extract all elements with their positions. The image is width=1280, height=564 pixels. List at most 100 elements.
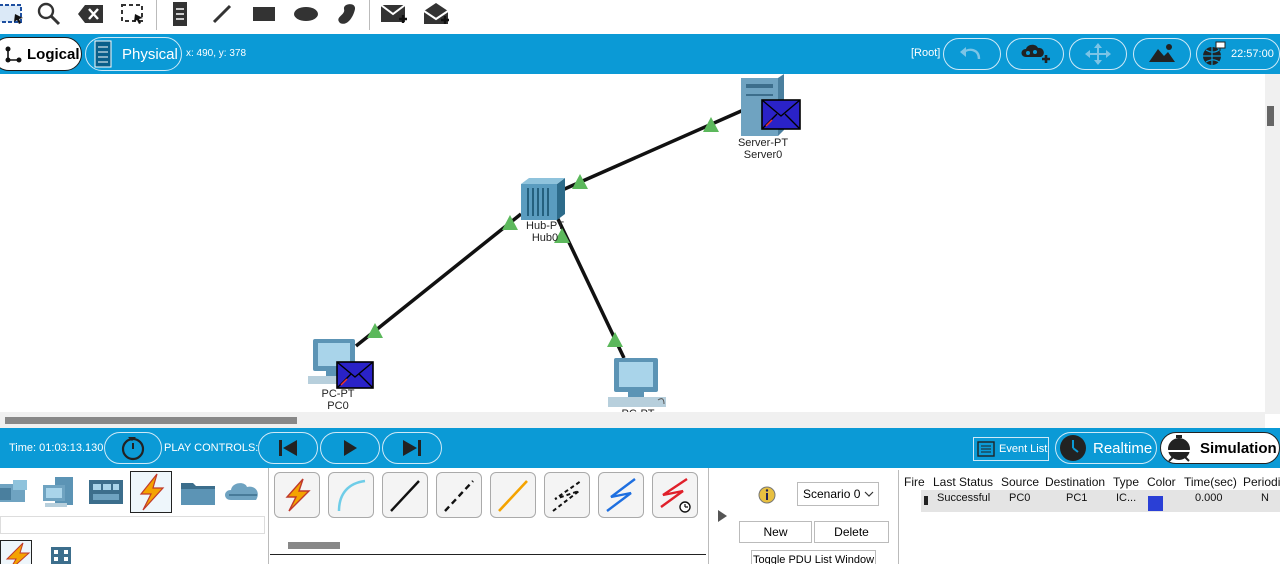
line-icon[interactable] <box>205 0 239 28</box>
play-button[interactable] <box>320 432 380 464</box>
network-devices-category-icon[interactable] <box>0 472 32 512</box>
root-label: [Root] <box>911 47 941 59</box>
list-icon <box>977 441 995 457</box>
freeform-icon[interactable] <box>330 0 364 28</box>
pc0-name-label: PC0 <box>327 400 349 412</box>
mountain-image-icon <box>1149 44 1175 62</box>
link-up-indicator <box>607 332 623 347</box>
coaxial-cable-icon <box>606 478 636 512</box>
serial-dce-cable-button[interactable] <box>652 472 698 518</box>
back-step-button[interactable] <box>258 432 318 464</box>
rectangle-icon[interactable] <box>247 0 281 28</box>
horizontal-scrollbar[interactable] <box>0 412 1265 428</box>
fiber-cable-icon <box>498 480 528 512</box>
row-last-status: Successful <box>937 492 991 504</box>
building-icon[interactable] <box>50 546 72 564</box>
scenario-select-value: Scenario 0 <box>803 487 861 501</box>
phone-cable-button[interactable] <box>544 472 590 518</box>
realtime-mode-button[interactable]: Realtime <box>1055 432 1157 464</box>
link-hub-pc0[interactable] <box>354 212 523 348</box>
move-object-button[interactable] <box>1069 38 1127 70</box>
simulation-mode-button[interactable]: Simulation <box>1160 432 1280 464</box>
note-icon[interactable] <box>163 0 197 28</box>
link-up-indicator <box>554 228 570 243</box>
crossover-cable-icon <box>444 480 474 512</box>
connection-types-panel <box>268 468 708 564</box>
hub-name-label: Hub0 <box>531 232 559 244</box>
set-background-button[interactable] <box>1133 38 1191 70</box>
col-header-destination: Destination <box>1045 475 1106 489</box>
device-search-field[interactable] <box>0 516 265 534</box>
forward-step-button[interactable] <box>382 432 442 464</box>
pdu-envelope-icon[interactable] <box>336 361 374 389</box>
col-header-time: Time(sec) <box>1184 475 1237 489</box>
link-up-indicator <box>367 323 383 338</box>
new-scenario-button[interactable]: New <box>739 521 812 543</box>
col-header-periodic: Periodic <box>1243 475 1280 489</box>
reset-simulation-button[interactable] <box>104 432 162 464</box>
logical-tab-label: Logical <box>27 45 80 63</box>
delete-icon[interactable] <box>74 0 108 28</box>
console-cable-button[interactable] <box>328 472 374 518</box>
vertical-scrollbar-thumb[interactable] <box>1267 106 1274 126</box>
globe-network-icon <box>1203 41 1226 65</box>
fiber-cable-button[interactable] <box>490 472 536 518</box>
ellipse-icon[interactable] <box>289 0 323 28</box>
pc1-device[interactable] <box>608 358 666 407</box>
col-header-fire: Fire <box>904 475 925 489</box>
chevron-down-icon <box>864 491 874 497</box>
console-cable-icon <box>337 479 366 512</box>
delete-scenario-button[interactable]: Delete <box>814 521 889 543</box>
connections-category-button[interactable] <box>130 471 172 513</box>
auto-connection-button[interactable] <box>274 472 320 518</box>
event-list-button[interactable]: Event List <box>973 437 1049 461</box>
fire-indicator[interactable] <box>924 496 928 505</box>
inspect-icon[interactable] <box>32 0 66 28</box>
move-arrows-icon <box>1085 43 1111 65</box>
multiuser-cloud-category-icon[interactable] <box>223 472 263 512</box>
hub-device[interactable] <box>521 178 565 220</box>
end-devices-category-icon[interactable] <box>40 472 80 512</box>
cursor-coordinates: x: 490, y: 378 <box>186 48 247 59</box>
physical-tab[interactable]: Physical <box>85 37 182 71</box>
pdu-list-table: Fire Last Status Source Destination Type… <box>898 470 1280 564</box>
viewport-button[interactable]: 22:57:00 <box>1196 38 1280 70</box>
scenario-select[interactable]: Scenario 0 <box>797 482 879 506</box>
back-button[interactable] <box>943 38 1001 70</box>
col-header-color: Color <box>1147 475 1176 489</box>
resize-icon[interactable] <box>116 0 150 28</box>
toggle-pdu-list-button[interactable]: Toggle PDU List Window <box>751 550 876 564</box>
horizontal-scrollbar-thumb[interactable] <box>5 417 297 424</box>
phone-cable-icon <box>552 480 582 512</box>
link-hub-server[interactable] <box>559 106 749 193</box>
connection-subtype-button[interactable] <box>0 540 32 564</box>
table-row[interactable]: Successful PC0 PC1 IC... 0.000 N <box>921 490 1280 512</box>
link-up-indicator <box>703 117 719 132</box>
lightning-icon <box>5 542 31 564</box>
coaxial-cable-button[interactable] <box>598 472 644 518</box>
row-type: IC... <box>1116 492 1137 504</box>
simulation-bar: Time: 01:03:13.130 PLAY CONTROLS: Event … <box>0 428 1280 468</box>
pdu-envelope-icon[interactable] <box>761 99 801 130</box>
info-icon[interactable] <box>758 486 776 504</box>
complex-pdu-icon[interactable] <box>419 0 453 28</box>
vertical-scrollbar[interactable] <box>1265 74 1280 414</box>
misc-folder-category-icon[interactable] <box>178 472 218 512</box>
row-destination: PC1 <box>1066 492 1088 504</box>
select-icon[interactable] <box>0 0 28 28</box>
new-cluster-button[interactable] <box>1006 38 1064 70</box>
logical-tab[interactable]: Logical <box>0 37 82 71</box>
connections-scrollbar-thumb[interactable] <box>288 542 340 549</box>
components-category-icon[interactable] <box>86 472 126 512</box>
pc1-label: PC-PT <box>608 408 668 412</box>
bottom-panel: Scenario 0 New Delete Toggle PDU List Wi… <box>0 468 1280 564</box>
main-toolbar <box>0 0 1280 34</box>
logical-workspace-canvas[interactable]: Server-PT Server0 Hub-PT Hub0 PC-PT PC0 … <box>0 74 1280 428</box>
simple-pdu-icon[interactable] <box>377 0 411 28</box>
row-time: 0.000 <box>1195 492 1223 504</box>
workspace-mode-bar: Logical Physical x: 490, y: 378 [Root] 2… <box>0 34 1280 74</box>
link-up-indicator <box>572 174 588 189</box>
copper-cross-over-button[interactable] <box>436 472 482 518</box>
copper-straight-through-button[interactable] <box>382 472 428 518</box>
expand-panel-button[interactable] <box>708 468 734 564</box>
